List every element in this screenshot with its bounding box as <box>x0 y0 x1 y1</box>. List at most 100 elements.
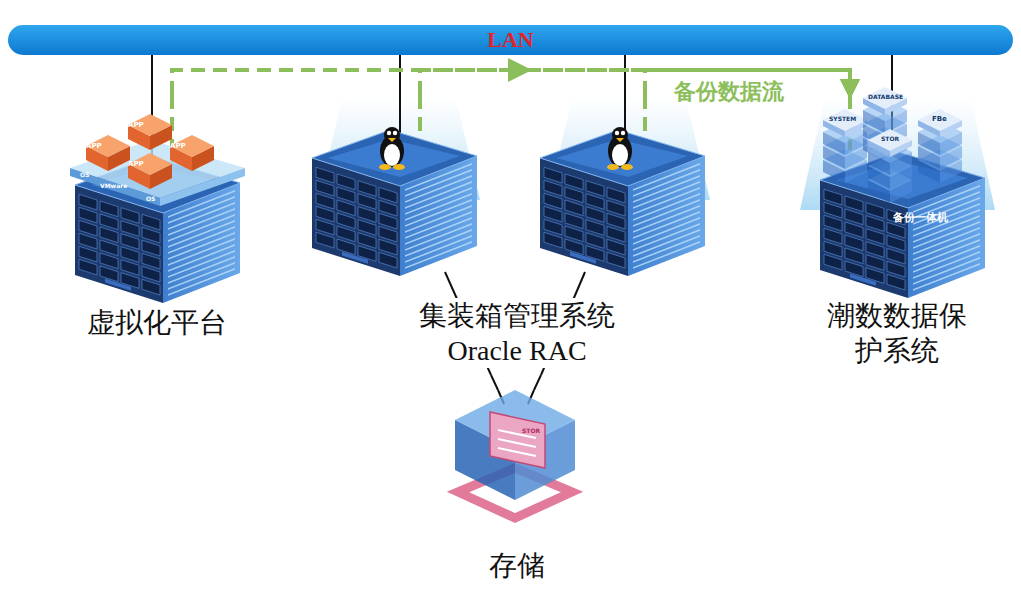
node-illustration-part-part-part <box>337 187 355 203</box>
node-illustration-part-part-part <box>544 232 562 248</box>
node-illustration-part-part-part <box>405 212 472 238</box>
node-illustration-part <box>498 439 536 447</box>
lan-bus: LAN <box>8 25 1013 55</box>
part-label: 备份一体机 <box>893 212 948 223</box>
node-illustration-part-part-part <box>633 224 700 250</box>
node-illustration-part <box>70 168 160 206</box>
node-illustration-part <box>868 141 912 163</box>
node-illustration-part-part-part <box>544 180 562 196</box>
node-illustration-part <box>845 132 867 155</box>
node-illustration-part-part-part <box>168 269 235 295</box>
node-illustration-part <box>890 180 912 203</box>
node-illustration-part-part-part <box>79 259 97 275</box>
node-illustration-part-part-part <box>168 215 235 241</box>
node-illustration-part-part-part <box>866 242 884 258</box>
node-illustration-part-part-part <box>142 279 160 295</box>
node-illustration-part-part-part <box>142 240 160 256</box>
node-illustration-part-part-part <box>379 239 397 255</box>
node-illustration-part-part-part <box>121 260 139 276</box>
node-illustration-part-part-part <box>405 218 472 244</box>
node-illustration-part-part <box>75 157 240 213</box>
node-illustration-part-part-part <box>824 254 842 270</box>
node-illustration-part-part-part <box>358 181 376 197</box>
node-illustration-part <box>607 127 633 170</box>
network-link <box>891 55 893 95</box>
node-illustration-part <box>940 146 962 169</box>
node-illustration-part-part-part <box>168 239 235 265</box>
network-link <box>399 55 401 95</box>
node-illustration-part <box>940 160 962 183</box>
node-illustration-part <box>455 390 575 450</box>
node-illustration-part <box>868 152 890 175</box>
node-illustration-part <box>150 164 172 189</box>
node-illustration-part-part-part <box>824 215 842 231</box>
node-illustration-part-part <box>621 164 633 170</box>
node-illustration-part-part-part <box>887 222 905 238</box>
node-illustration-part-part-part <box>168 263 235 289</box>
node-illustration-part-part <box>913 186 980 290</box>
node-illustration-part-part-part <box>121 221 139 237</box>
storage-array: 存储 <box>440 390 590 595</box>
node-illustration-part-part-part <box>913 264 980 290</box>
node-illustration-part-part-part <box>379 226 397 242</box>
node-illustration-part <box>885 110 907 133</box>
virtualization-server: 虚拟化平台 <box>60 95 250 355</box>
node-illustration-part-part-part <box>824 241 842 257</box>
node-illustration-part-part-part <box>168 221 235 247</box>
node-illustration-part <box>823 160 845 183</box>
node-illustration-part <box>75 157 240 303</box>
node-illustration-part-part <box>556 139 688 177</box>
node-illustration-part-part-part <box>142 214 160 230</box>
node-illustration-part <box>918 132 940 155</box>
node-illustration-part-part-part <box>913 246 980 272</box>
node-illustration-part-part <box>628 156 705 276</box>
node-illustration-part-part-part <box>633 206 700 232</box>
node-illustration-part-part-part <box>633 218 700 244</box>
node-illustration-part-part-part <box>866 255 884 271</box>
node-illustration-part <box>548 95 710 200</box>
node-illustration-part-part <box>168 191 235 295</box>
node-illustration-part-part <box>540 130 705 186</box>
node-illustration-part-part-part <box>405 224 472 250</box>
node-illustration-part <box>885 98 907 115</box>
node-illustration-part-part-part <box>845 209 863 225</box>
node-illustration-part-part-part <box>168 233 235 259</box>
node-illustration-part <box>820 152 985 298</box>
node-illustration-part-part-part <box>866 216 884 232</box>
linux-server-cluster: 集装箱管理系统 Oracle RAC <box>300 95 720 375</box>
node-illustration-part <box>863 110 885 133</box>
node-illustration-part <box>868 155 912 177</box>
node-illustration-part-part-part <box>100 266 118 282</box>
node-illustration-part-part <box>540 158 628 276</box>
node-illustration-part <box>108 146 130 171</box>
node-illustration-part <box>823 121 867 143</box>
node-illustration-part-part-part <box>379 200 397 216</box>
node-illustration-part-part <box>316 167 397 273</box>
node-illustration-part-part <box>163 183 240 303</box>
node-illustration-part-part <box>384 144 400 166</box>
node-illustration-part-part-part <box>337 239 355 255</box>
node-illustration-part-part-part <box>607 200 625 216</box>
node-illustration-part-part-part <box>121 273 139 289</box>
node-illustration-part-part <box>379 164 391 170</box>
node-illustration-part <box>918 135 962 157</box>
node-illustration-part <box>863 87 907 109</box>
node-illustration-part-part-part <box>168 191 235 217</box>
node-illustration-part-part-part <box>633 200 700 226</box>
node-illustration-part <box>823 149 867 171</box>
node-illustration-part <box>624 95 626 150</box>
node-illustration-part <box>800 95 995 210</box>
node-illustration-part-part-part <box>824 202 842 218</box>
node-illustration-part-part-part <box>337 174 355 190</box>
node-label: 集装箱管理系统 Oracle RAC <box>400 298 634 368</box>
node-illustration-part-part-part <box>586 246 604 262</box>
node-illustration-part-part-part <box>913 222 980 248</box>
node-illustration-part-part-part <box>866 268 884 284</box>
node-illustration-part-part-part <box>633 242 700 268</box>
node-illustration-part <box>490 412 545 468</box>
node-illustration-part-part <box>544 167 625 273</box>
node-illustration-part <box>170 135 214 157</box>
node-illustration-part <box>868 180 890 203</box>
part-label: VMware <box>100 183 127 189</box>
node-illustration-part-part-part <box>586 207 604 223</box>
